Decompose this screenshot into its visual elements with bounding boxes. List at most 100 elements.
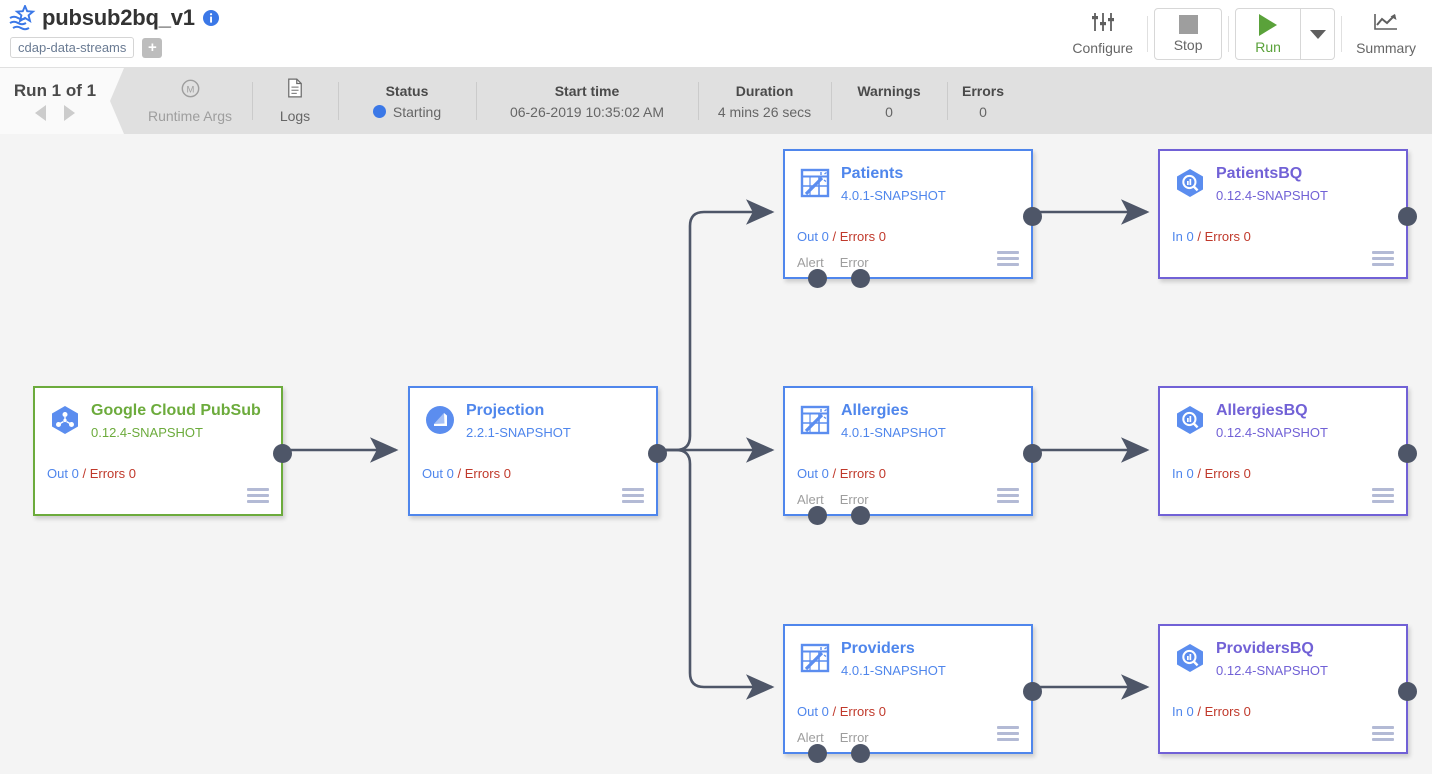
node-name: Google Cloud PubSub xyxy=(91,402,261,419)
summary-label: Summary xyxy=(1356,40,1416,56)
error-port-label: Error xyxy=(839,492,869,507)
alert-port-label: Alert xyxy=(797,255,824,270)
start-time-value: 06-26-2019 10:35:02 AM xyxy=(509,103,665,120)
node-allergies[interactable]: Allergies 4.0.1-SNAPSHOT Out 0 / Errors … xyxy=(783,386,1042,525)
pipeline-canvas[interactable]: Google Cloud PubSub 0.12.4-SNAPSHOT Out … xyxy=(0,134,1432,774)
node-version: 4.0.1-SNAPSHOT xyxy=(841,425,946,440)
hamburger-menu-icon[interactable] xyxy=(1372,726,1394,741)
node-name: Allergies xyxy=(841,402,909,419)
node-pubsub[interactable]: Google Cloud PubSub 0.12.4-SNAPSHOT Out … xyxy=(33,386,292,516)
warnings-title: Warnings xyxy=(857,82,921,99)
error-port[interactable] xyxy=(851,506,870,525)
output-port[interactable] xyxy=(1398,207,1417,226)
node-metrics: Out 0 / Errors 0 xyxy=(47,466,136,481)
google-bigquery-icon xyxy=(1174,642,1206,674)
node-header: Allergies 4.0.1-SNAPSHOT xyxy=(785,388,1031,440)
node-version: 0.12.4-SNAPSHOT xyxy=(1216,663,1328,678)
info-icon[interactable] xyxy=(202,10,219,26)
wire-projection-patients xyxy=(664,199,775,452)
node-name: Providers xyxy=(841,640,915,657)
node-version: 0.12.4-SNAPSHOT xyxy=(1216,425,1328,440)
node-name: PatientsBQ xyxy=(1216,165,1303,182)
pipeline-brand: pubsub2bq_v1 xyxy=(8,3,219,31)
node-version: 0.12.4-SNAPSHOT xyxy=(91,425,203,440)
run-counter: Run 1 of 1 xyxy=(0,68,110,134)
start-time-title: Start time xyxy=(554,82,620,99)
status-value: Starting xyxy=(392,103,442,120)
runtime-args-button[interactable]: M Runtime Args xyxy=(128,68,252,134)
error-port[interactable] xyxy=(851,744,870,763)
stop-label: Stop xyxy=(1173,37,1203,53)
pipeline-tag[interactable]: cdap-data-streams xyxy=(10,37,135,58)
hamburger-menu-icon[interactable] xyxy=(997,251,1019,266)
node-header: Patients 4.0.1-SNAPSHOT xyxy=(785,151,1031,203)
google-bigquery-icon xyxy=(1174,404,1206,436)
node-header: Google Cloud PubSub 0.12.4-SNAPSHOT xyxy=(35,388,281,440)
metric-divider-5 xyxy=(831,82,832,120)
node-title-block: Projection 2.2.1-SNAPSHOT xyxy=(466,402,571,440)
output-port[interactable] xyxy=(1023,207,1042,226)
error-port[interactable] xyxy=(851,269,870,288)
connection-wires xyxy=(289,199,1150,700)
node-providers[interactable]: Providers 4.0.1-SNAPSHOT Out 0 / Errors … xyxy=(783,624,1042,763)
node-providersbq[interactable]: ProvidersBQ 0.12.4-SNAPSHOT In 0 / Error… xyxy=(1158,624,1417,754)
node-patientsbq[interactable]: PatientsBQ 0.12.4-SNAPSHOT In 0 / Errors… xyxy=(1158,149,1417,279)
alert-port[interactable] xyxy=(808,269,827,288)
google-bigquery-icon xyxy=(1174,167,1206,199)
node-metrics: Out 0 / Errors 0 xyxy=(797,704,886,719)
duration-value: 4 mins 26 secs xyxy=(717,103,812,120)
page-title: pubsub2bq_v1 xyxy=(42,5,195,30)
alert-port[interactable] xyxy=(808,506,827,525)
summary-button[interactable]: Summary xyxy=(1348,6,1424,62)
error-port-label: Error xyxy=(839,255,869,270)
wrangler-icon xyxy=(799,404,831,436)
node-name: Patients xyxy=(841,165,904,182)
output-port[interactable] xyxy=(1398,682,1417,701)
node-allergiesbq[interactable]: AllergiesBQ 0.12.4-SNAPSHOT In 0 / Error… xyxy=(1158,386,1417,516)
metric-divider-2 xyxy=(338,82,339,120)
run-options-button[interactable] xyxy=(1300,9,1334,59)
run-nav xyxy=(35,105,75,121)
node-metrics: Out 0 / Errors 0 xyxy=(797,466,886,481)
alert-port-label: Alert xyxy=(797,492,824,507)
metric-divider-4 xyxy=(698,82,699,120)
output-port[interactable] xyxy=(648,444,667,463)
output-port[interactable] xyxy=(1023,444,1042,463)
output-port[interactable] xyxy=(1398,444,1417,463)
node-metrics: Out 0 / Errors 0 xyxy=(797,229,886,244)
output-port[interactable] xyxy=(1023,682,1042,701)
hamburger-menu-icon[interactable] xyxy=(247,488,269,503)
configure-button[interactable]: Configure xyxy=(1064,6,1141,62)
node-metrics: In 0 / Errors 0 xyxy=(1172,704,1251,719)
alert-port[interactable] xyxy=(808,744,827,763)
caret-left-icon[interactable] xyxy=(35,105,46,121)
output-port[interactable] xyxy=(273,444,292,463)
hamburger-menu-icon[interactable] xyxy=(1372,251,1394,266)
hamburger-menu-icon[interactable] xyxy=(997,726,1019,741)
add-tag-button[interactable]: + xyxy=(142,37,163,58)
hamburger-menu-icon[interactable] xyxy=(622,488,644,503)
node-projection[interactable]: Projection 2.2.1-SNAPSHOT Out 0 / Errors… xyxy=(408,386,667,516)
logs-button[interactable]: Logs xyxy=(252,68,338,134)
run-metrics-bar: Run 1 of 1 M Runtime Args xyxy=(0,68,1432,134)
run-counter-notch xyxy=(110,68,124,134)
status-title: Status xyxy=(385,82,429,99)
node-version: 4.0.1-SNAPSHOT xyxy=(841,663,946,678)
toolbar-actions: Configure Stop Run xyxy=(1064,0,1424,68)
caret-right-icon[interactable] xyxy=(64,105,75,121)
node-version: 2.2.1-SNAPSHOT xyxy=(466,425,571,440)
stop-button[interactable]: Stop xyxy=(1154,8,1223,60)
projection-icon xyxy=(424,404,456,436)
run-button-group: Run xyxy=(1235,8,1336,60)
status-badge: Starting xyxy=(372,103,442,120)
node-metrics: In 0 / Errors 0 xyxy=(1172,466,1251,481)
hamburger-menu-icon[interactable] xyxy=(997,488,1019,503)
node-patients[interactable]: Patients 4.0.1-SNAPSHOT Out 0 / Errors 0… xyxy=(783,149,1042,288)
node-version: 4.0.1-SNAPSHOT xyxy=(841,188,946,203)
alert-port-label: Alert xyxy=(797,730,824,745)
run-button[interactable]: Run xyxy=(1236,9,1300,59)
node-title-block: ProvidersBQ 0.12.4-SNAPSHOT xyxy=(1216,640,1328,678)
hamburger-menu-icon[interactable] xyxy=(1372,488,1394,503)
node-port-labels: Alert Error xyxy=(797,730,869,745)
